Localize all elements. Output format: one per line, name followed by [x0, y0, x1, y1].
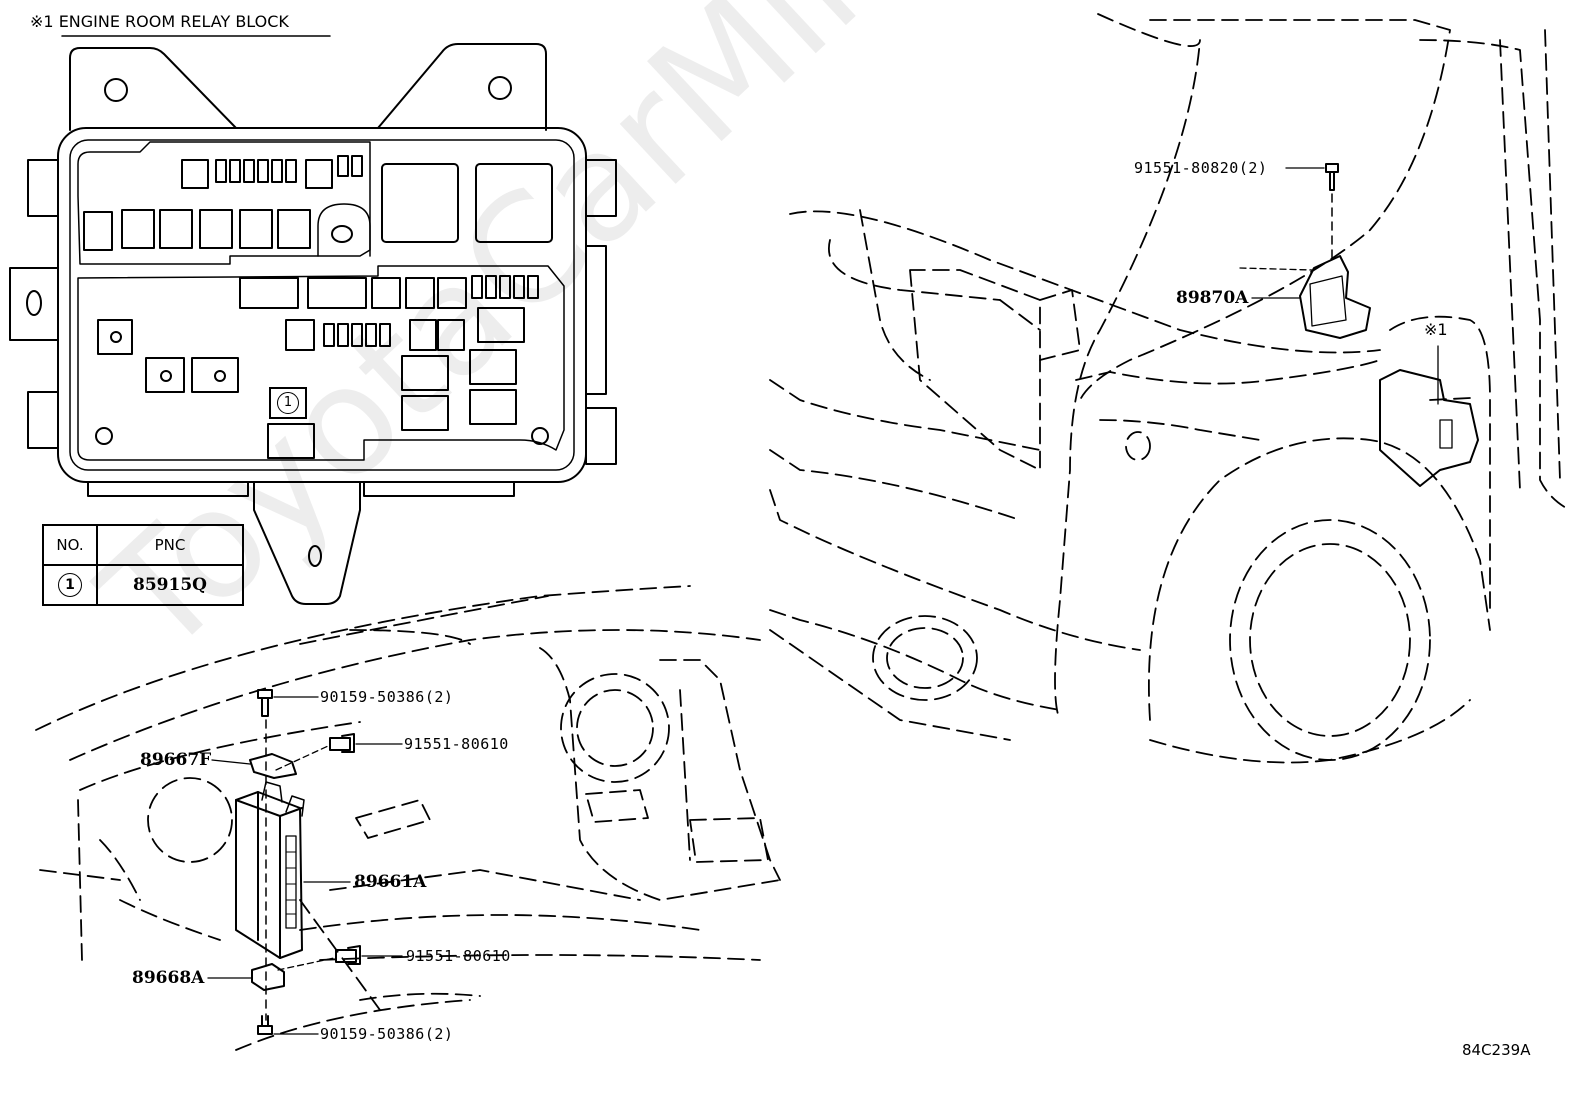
- label-bolt-lower: 91551-80610: [406, 947, 511, 965]
- label-mark-right: ※1: [1424, 320, 1448, 339]
- label-bolt-91551-80820: 91551-80820(2): [1134, 159, 1268, 177]
- row-number-circle: 1: [58, 573, 82, 597]
- label-part-89870A: 89870A: [1176, 288, 1249, 308]
- label-bolt-upper: 91551-80610: [404, 735, 509, 753]
- note-mark: ※1: [30, 12, 54, 31]
- table-row: 1 85915Q: [42, 564, 244, 606]
- label-screw-top: 90159-50386(2): [320, 688, 454, 706]
- front-left-vehicle-drawing: [35, 585, 781, 1051]
- callout-circle: 1: [277, 392, 299, 414]
- pnc-header-pnc: PNC: [96, 524, 244, 566]
- relay-block-drawing: [9, 35, 617, 605]
- pnc-table: NO. PNC 1 85915Q: [42, 524, 244, 606]
- ecu-assembly: [207, 689, 403, 1035]
- section-title: ENGINE ROOM RELAY BLOCK: [58, 12, 289, 31]
- label-part-89667F: 89667F: [140, 750, 212, 770]
- section-header: ※1 ENGINE ROOM RELAY BLOCK: [30, 14, 289, 30]
- label-part-89668A: 89668A: [132, 968, 205, 988]
- pnc-header-no: NO.: [42, 524, 98, 566]
- pnc-value: 85915Q: [96, 564, 244, 606]
- sensor-assembly-right: [1239, 163, 1479, 487]
- illustration-id: 84C239A: [1462, 1041, 1531, 1059]
- label-part-89661A: 89661A: [354, 872, 427, 892]
- cab-vehicle-drawing: [769, 13, 1571, 764]
- label-screw-bottom: 90159-50386(2): [320, 1025, 454, 1043]
- relay-block-callout: 1: [269, 387, 307, 419]
